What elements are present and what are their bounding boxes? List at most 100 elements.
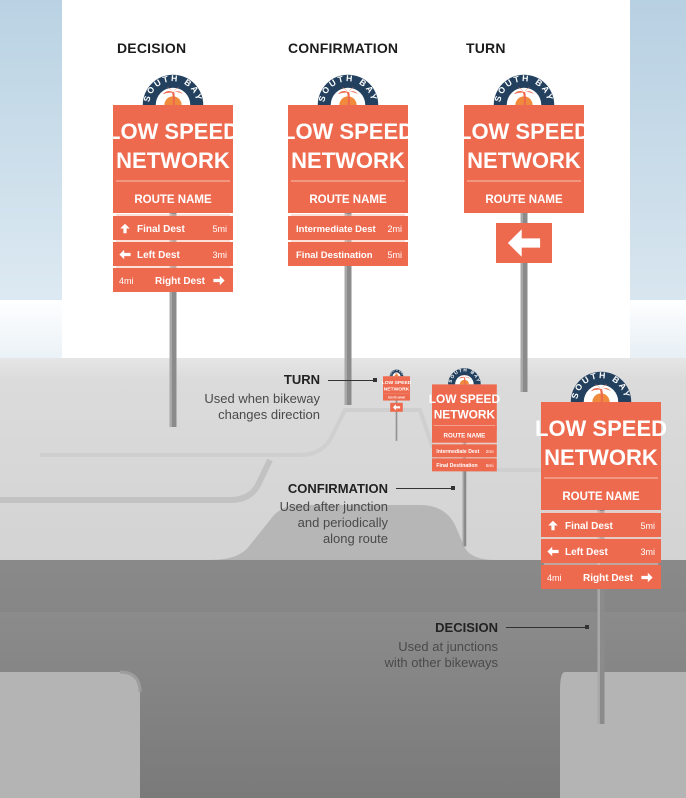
destination-name: Right Dest bbox=[583, 573, 634, 584]
destination-row bbox=[113, 242, 233, 266]
annotation-decision-title: DECISION bbox=[435, 620, 498, 635]
sign-title-line1: LOW SPEED bbox=[382, 380, 412, 386]
annotation-decision-description: Used at junctions with other bikeways bbox=[340, 639, 498, 671]
left-arrow-icon bbox=[507, 229, 541, 257]
sign-pole bbox=[520, 155, 528, 392]
sign-title-line1: LOW SPEED bbox=[429, 392, 501, 406]
annotation-turn-line: changes direction bbox=[218, 407, 320, 422]
sign-title-line2: NETWORK bbox=[291, 148, 405, 173]
palm-tree-icon bbox=[513, 87, 535, 106]
sign-route-panel bbox=[288, 183, 408, 213]
annotation-confirmation-line: Used after junction bbox=[279, 499, 388, 514]
sign-title-panel bbox=[383, 376, 410, 396]
destination-name: Left Dest bbox=[565, 547, 608, 558]
up-arrow-icon bbox=[120, 223, 130, 234]
annotation-turn-leader-end bbox=[373, 378, 377, 382]
annotation-turn-description: Used when bikeway changes direction bbox=[160, 391, 320, 423]
destination-row bbox=[541, 513, 661, 537]
left-arrow-icon-shape bbox=[119, 249, 131, 260]
sign-pole-highlight bbox=[462, 411, 464, 547]
header-confirmation: CONFIRMATION bbox=[288, 40, 399, 56]
palm-fronds bbox=[513, 87, 535, 95]
south-bay-badge: SOUTH BAY bbox=[569, 370, 632, 403]
annotation-decision-line: with other bikeways bbox=[384, 655, 498, 670]
sign-pole bbox=[395, 387, 398, 441]
sign-route-name: ROUTE NAME bbox=[388, 395, 406, 399]
destination-distance: 5mi bbox=[640, 521, 655, 531]
destination-row bbox=[288, 242, 408, 266]
annotation-decision-leader-end bbox=[585, 625, 589, 629]
sign-pole bbox=[344, 155, 352, 405]
palm-fronds bbox=[337, 87, 359, 95]
sign-pole-highlight bbox=[520, 155, 523, 392]
palm-fronds bbox=[458, 374, 470, 379]
sign-title-panel bbox=[113, 105, 233, 191]
destination-distance: 5mi bbox=[387, 250, 402, 260]
curb-left bbox=[0, 458, 273, 503]
sign-title-line1: LOW SPEED bbox=[282, 119, 414, 144]
sign-route-panel bbox=[432, 426, 497, 443]
sign-pole-highlight bbox=[344, 155, 347, 405]
right-arrow-icon bbox=[641, 572, 653, 583]
destination-distance: 5mi bbox=[212, 224, 227, 234]
corner-curb-left bbox=[119, 670, 142, 693]
destination-distance: 3mi bbox=[212, 250, 227, 260]
destination-name: Right Dest bbox=[155, 276, 206, 287]
palm-trunk bbox=[171, 91, 176, 106]
sign-title-line2: NETWORK bbox=[544, 445, 658, 470]
sign-title-line1: LOW SPEED bbox=[107, 119, 239, 144]
sign-pole-highlight bbox=[395, 387, 397, 441]
annotation-confirmation-title: CONFIRMATION bbox=[287, 481, 388, 496]
south-bay-badge: SOUTH BAY bbox=[389, 369, 404, 377]
destination-row bbox=[113, 268, 233, 292]
left-arrow-icon bbox=[392, 404, 401, 411]
palm-fronds bbox=[590, 384, 612, 392]
south-bay-badge: SOUTH BAY bbox=[448, 367, 481, 385]
left-arrow-icon bbox=[119, 249, 131, 260]
intersection-shade bbox=[0, 505, 686, 612]
sign-route-panel bbox=[383, 393, 410, 401]
annotation-confirmation-line: along route bbox=[322, 531, 388, 546]
sign-title-line2: NETWORK bbox=[434, 407, 496, 421]
left-arrow-icon bbox=[547, 546, 559, 557]
destination-row bbox=[113, 216, 233, 240]
sign-title-panel bbox=[541, 402, 661, 488]
palm-trunk bbox=[522, 91, 527, 106]
sign-route-name: ROUTE NAME bbox=[485, 194, 563, 206]
destination-name: Intermediate Dest bbox=[436, 449, 479, 455]
annotation-confirmation-leader-end bbox=[451, 486, 455, 490]
left-arrow-icon-shape bbox=[392, 404, 401, 411]
up-arrow-icon-shape bbox=[120, 223, 130, 234]
sign-route-panel bbox=[113, 183, 233, 213]
destination-row bbox=[541, 539, 661, 563]
destination-name: Final Dest bbox=[565, 521, 613, 532]
destination-distance: 3mi bbox=[640, 547, 655, 557]
annotation-confirmation-description: Used after junction and periodically alo… bbox=[228, 499, 388, 547]
header-decision: DECISION bbox=[117, 40, 187, 56]
sign-title-panel bbox=[432, 384, 497, 431]
sign-title-line2: NETWORK bbox=[116, 148, 230, 173]
destination-row bbox=[288, 216, 408, 240]
sign-route-name: ROUTE NAME bbox=[309, 194, 387, 206]
destination-name: Final Destination bbox=[296, 250, 373, 261]
palm-fronds bbox=[394, 372, 399, 374]
sign-title-panel bbox=[464, 105, 584, 191]
palm-fronds bbox=[162, 87, 184, 95]
destination-name: Final Dest bbox=[137, 224, 185, 235]
corner-island-right bbox=[560, 672, 686, 798]
left-arrow-icon-shape bbox=[507, 229, 541, 257]
palm-trunk bbox=[599, 388, 604, 403]
left-arrow-icon-shape bbox=[547, 546, 559, 557]
sign-route-name: ROUTE NAME bbox=[134, 194, 212, 206]
right-arrow-icon-shape bbox=[641, 572, 653, 583]
destination-row bbox=[432, 458, 497, 472]
destination-row bbox=[432, 444, 497, 458]
header-turn: TURN bbox=[466, 40, 506, 56]
